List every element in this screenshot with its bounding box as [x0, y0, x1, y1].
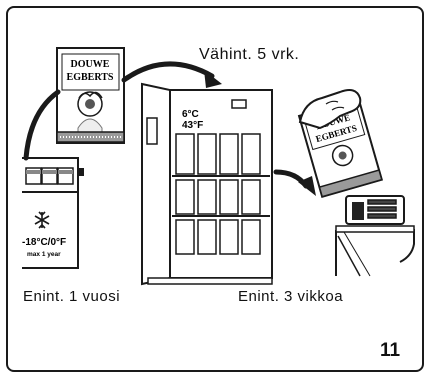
freezer-max-label: Enint. 1 vuosi — [23, 288, 121, 305]
arrow-fridge-to-container — [273, 169, 316, 196]
arrow-freezer-to-package — [23, 89, 61, 161]
freezer-max-note: max 1 year — [27, 251, 61, 258]
page-number: 11 — [380, 340, 401, 361]
min-duration-label: Vähint. 5 vrk. — [199, 46, 300, 63]
storage-container — [335, 195, 415, 277]
fridge-temperature-c: 6°C — [182, 109, 199, 120]
freezer — [22, 157, 84, 269]
brand-emblem — [77, 91, 103, 117]
snowflake-icon — [34, 211, 50, 229]
diagram-frame — [6, 6, 424, 372]
brand-name-line1: DOUWE — [71, 59, 110, 70]
freezer-temperature: -18°C/0°F — [22, 237, 66, 248]
hand-icon — [298, 89, 362, 130]
storage-max-label: Enint. 3 vikkoa — [238, 288, 344, 305]
brand-name-line2: EGBERTS — [67, 72, 114, 83]
arrow-package-to-fridge — [121, 61, 222, 88]
refrigerator — [141, 82, 273, 286]
coffee-package: DOUWE EGBERTS — [56, 47, 125, 144]
fridge-temperature-f: 43°F — [182, 120, 203, 131]
coffee-package-tilted: DOUWE EGBERTS — [297, 97, 384, 198]
